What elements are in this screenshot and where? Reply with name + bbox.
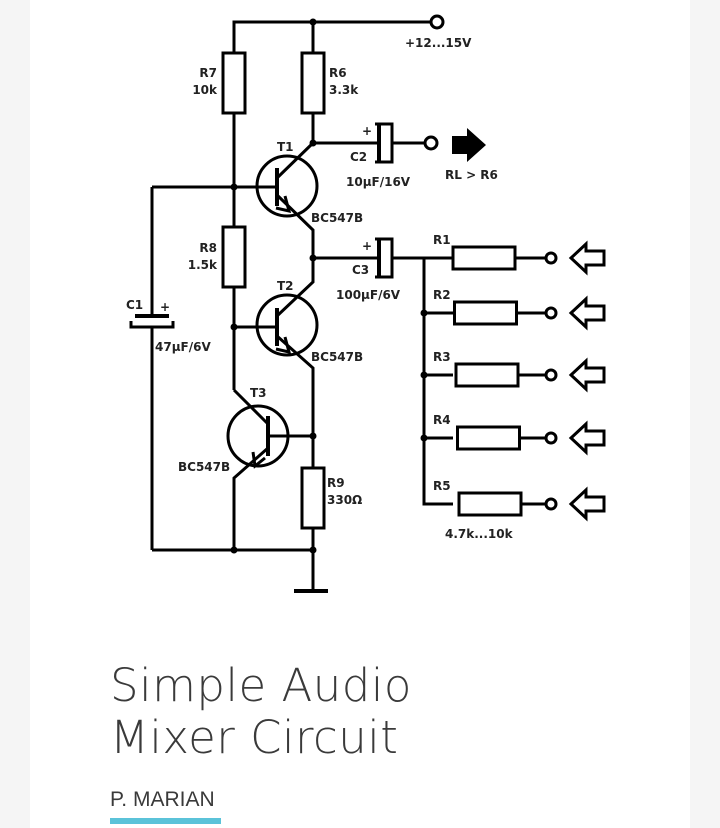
c3-label: C3 — [352, 263, 369, 277]
input-arrow-icon — [568, 357, 606, 393]
r6-label: R6 — [329, 66, 347, 80]
article-card — [30, 0, 690, 828]
resistor-r3 — [454, 362, 520, 388]
r9-label: R9 — [327, 476, 345, 490]
c1-plus: + — [160, 300, 170, 314]
input-resistor-value: 4.7k...10k — [445, 527, 514, 541]
c1-label: C1 — [126, 298, 143, 312]
output-terminal — [423, 135, 439, 151]
input-terminal — [544, 368, 558, 382]
input-resistor-label: R5 — [433, 479, 451, 493]
resistor-r1 — [451, 245, 517, 271]
title-line-2: Mixer Circuit — [110, 711, 399, 764]
r8-value: 1.5k — [188, 258, 218, 272]
resistor-r2 — [453, 300, 518, 326]
input-terminal — [544, 306, 558, 320]
t3-label: T3 — [250, 386, 267, 400]
output-note: RL > R6 — [445, 168, 498, 182]
c1-value: 47µF/6V — [155, 340, 211, 354]
input-terminal — [544, 497, 558, 511]
transistor-t2 — [255, 293, 319, 357]
input-arrow-icon — [568, 420, 606, 456]
resistor-r6 — [300, 51, 326, 115]
c2-value: 10µF/16V — [346, 175, 411, 189]
input-arrow-icon — [568, 486, 606, 522]
c2-plus: + — [362, 124, 372, 138]
resistor-r4 — [456, 425, 521, 451]
output-arrow-icon — [452, 128, 486, 162]
r9-value: 330Ω — [327, 493, 362, 507]
input-arrow-icon — [568, 295, 606, 331]
c3-value: 100µF/6V — [336, 288, 401, 302]
c2-label: C2 — [350, 150, 367, 164]
resistor-r9 — [300, 466, 326, 530]
input-resistor-label: R4 — [433, 413, 451, 427]
author-underline — [110, 818, 221, 824]
author-link[interactable]: P. MARIAN — [110, 788, 215, 811]
input-resistor-label: R2 — [433, 288, 451, 302]
resistor-r7 — [221, 51, 247, 115]
supply-terminal — [429, 14, 445, 30]
input-resistor-label: R3 — [433, 350, 451, 364]
input-arrow-icon — [568, 240, 606, 276]
t1-label: T1 — [277, 140, 294, 154]
supply-label: +12...15V — [405, 36, 472, 50]
resistor-r8 — [221, 225, 247, 289]
t3-type: BC547B — [178, 460, 230, 474]
t1-type: BC547B — [311, 211, 363, 225]
r7-value: 10k — [192, 83, 218, 97]
c3-plus: + — [362, 239, 372, 253]
resistor-r5 — [457, 491, 523, 517]
t2-label: T2 — [277, 279, 294, 293]
r6-value: 3.3k — [329, 83, 359, 97]
title-line-1: Simple Audio — [110, 659, 412, 712]
input-terminal — [544, 251, 558, 265]
r8-label: R8 — [199, 241, 217, 255]
input-resistor-label: R1 — [433, 233, 451, 247]
input-terminal — [544, 431, 558, 445]
t2-type: BC547B — [311, 350, 363, 364]
circuit-diagram: +12...15V R7 10k R6 3.3k + C2 10µF/16V R… — [126, 14, 606, 593]
r7-label: R7 — [199, 66, 217, 80]
